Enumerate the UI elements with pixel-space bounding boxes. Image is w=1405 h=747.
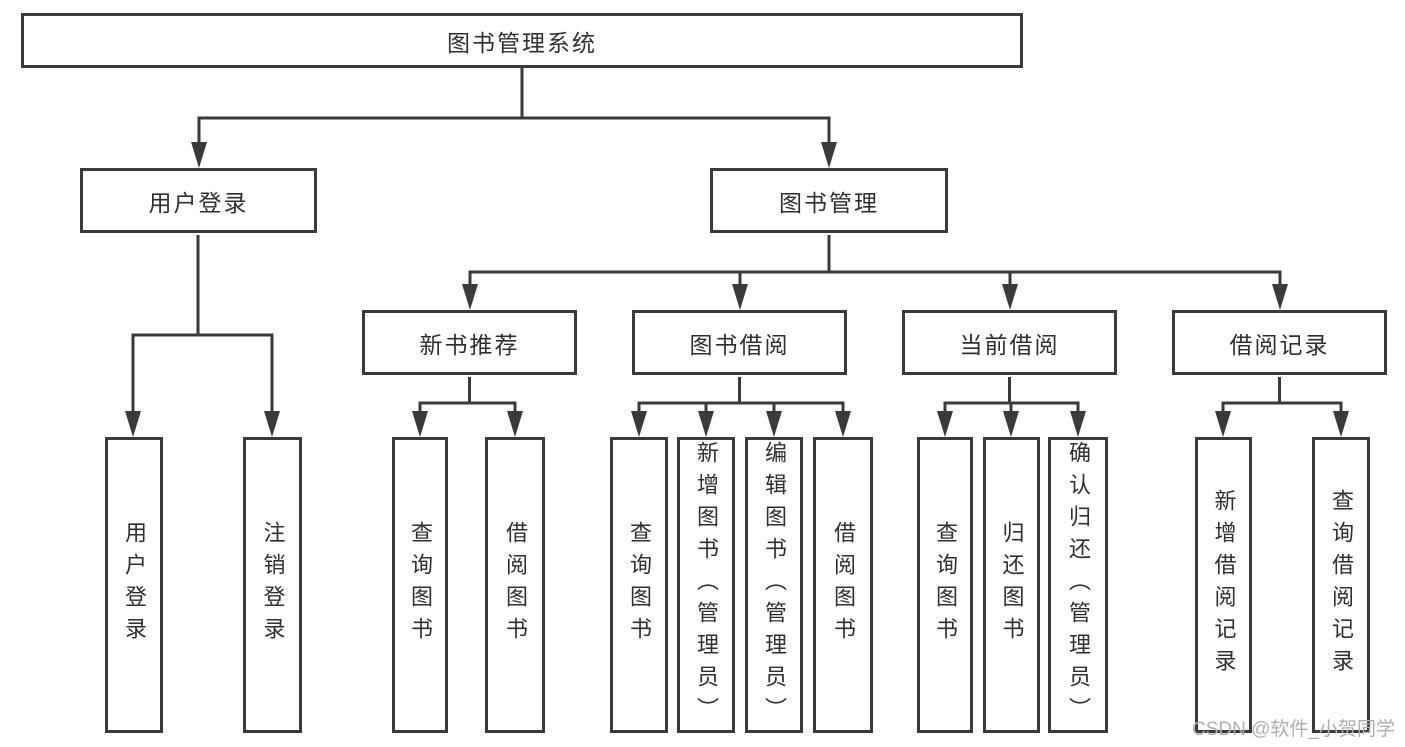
csdn-watermark: CSDN @软件_小贺同学 <box>1192 719 1395 740</box>
leaf-add-books-admin-label: 新增图书（管理员） <box>694 441 719 729</box>
leaf-user-login-label: 用户登录 <box>122 521 147 649</box>
leaf-query-books-current: 查询图书 <box>917 437 973 733</box>
leaf-return-books-label: 归还图书 <box>999 521 1025 649</box>
leaf-borrow-books-recommend: 借阅图书 <box>485 437 545 733</box>
leaf-return-books: 归还图书 <box>983 437 1040 733</box>
node-borrow-records: 借阅记录 <box>1172 310 1387 375</box>
node-new-book-recommend-label: 新书推荐 <box>419 331 520 358</box>
node-book-borrow: 图书借阅 <box>632 310 847 375</box>
leaf-add-borrow-record-label: 新增借阅记录 <box>1211 489 1237 681</box>
leaf-add-books-admin: 新增图书（管理员） <box>677 437 735 733</box>
node-root-system: 图书管理系统 <box>21 13 1023 68</box>
leaf-edit-books-admin-label: 编辑图书（管理员） <box>762 441 787 729</box>
node-book-management: 图书管理 <box>710 168 948 233</box>
leaf-logout-label: 注销登录 <box>260 521 286 649</box>
node-current-borrow-label: 当前借阅 <box>959 331 1060 358</box>
leaf-logout: 注销登录 <box>243 437 302 733</box>
leaf-borrow-books-recommend-label: 借阅图书 <box>503 521 528 649</box>
node-book-management-label: 图书管理 <box>779 189 879 216</box>
node-current-borrow: 当前借阅 <box>902 310 1117 375</box>
node-borrow-records-label: 借阅记录 <box>1229 331 1330 358</box>
leaf-confirm-return-admin: 确认归还（管理员） <box>1048 437 1108 733</box>
leaf-query-borrow-record-label: 查询借阅记录 <box>1329 489 1354 681</box>
node-new-book-recommend: 新书推荐 <box>362 310 577 375</box>
leaf-query-books-recommend: 查询图书 <box>392 437 448 733</box>
leaf-borrow-books: 借阅图书 <box>813 437 873 733</box>
node-user-login: 用户登录 <box>80 168 317 233</box>
leaf-add-borrow-record: 新增借阅记录 <box>1195 437 1252 733</box>
node-user-login-label: 用户登录 <box>148 189 249 216</box>
leaf-query-borrow-record: 查询借阅记录 <box>1312 437 1370 733</box>
leaf-user-login: 用户登录 <box>105 437 163 733</box>
leaf-edit-books-admin: 编辑图书（管理员） <box>745 437 803 733</box>
node-root-label: 图书管理系统 <box>447 29 597 56</box>
leaf-query-books-current-label: 查询图书 <box>933 521 958 649</box>
leaf-query-books-borrow-label: 查询图书 <box>627 521 652 649</box>
leaf-confirm-return-admin-label: 确认归还（管理员） <box>1066 441 1091 729</box>
leaf-query-books-recommend-label: 查询图书 <box>408 521 433 649</box>
node-book-borrow-label: 图书借阅 <box>689 331 790 358</box>
leaf-query-books-borrow: 查询图书 <box>610 437 668 733</box>
leaf-borrow-books-label: 借阅图书 <box>831 521 856 649</box>
